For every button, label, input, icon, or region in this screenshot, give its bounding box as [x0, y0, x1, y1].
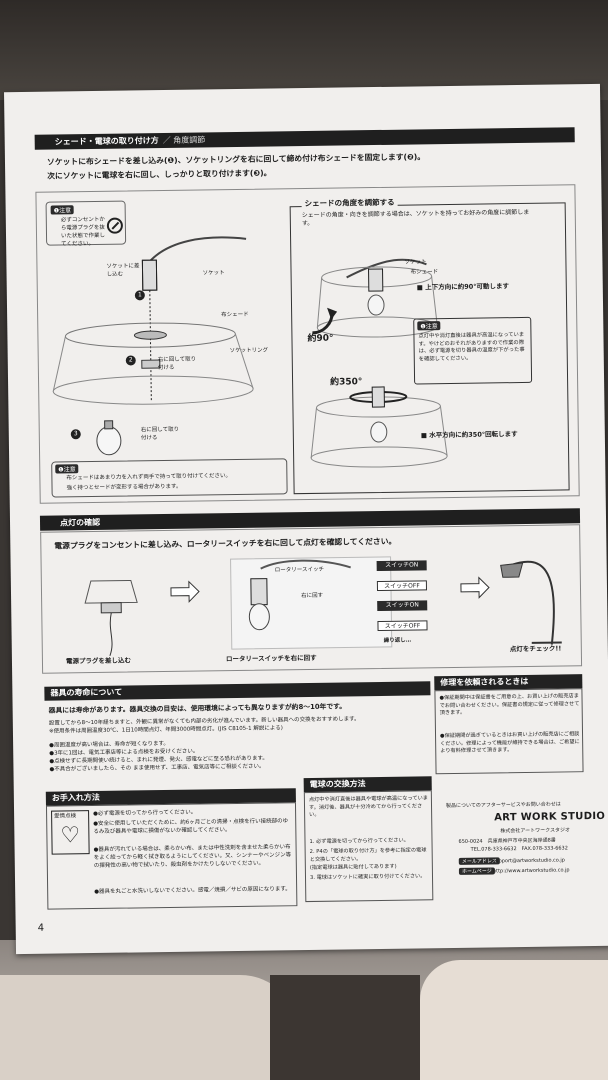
- check-light-caption: 点灯をチェック!!: [509, 644, 562, 654]
- lighting-illustration: [84, 556, 562, 656]
- repair-box: ●保証期間中は保証書をご用意の上、お買い上げの販売店までお問い合わせください。保…: [434, 688, 584, 775]
- switch-off-1: スイッチOFF: [376, 580, 428, 592]
- shade-caution-chip: ❶注意: [55, 464, 79, 474]
- care-box: 愛情点検 ♡ ●必ず電源を切ってから行ってください。 ●安全に使用していただくた…: [45, 802, 298, 910]
- repair-title: 修理を依頼されるときは: [440, 676, 529, 688]
- care-title: お手入れ方法: [51, 792, 100, 803]
- bulb-step-1: 1. 必ず電源を切ってから行ってください。: [309, 837, 409, 846]
- label-turn-right-bulb: 右に回して取り付ける: [140, 426, 180, 442]
- hot-caution-text: 点灯中や消灯直後は器具が高温になっています。やけどのおそれがありますので作業の際…: [418, 331, 525, 362]
- bulb-intro: 点灯中や消灯直後は器具や電球が高温になっています。消灯後、器具が十分冷めてから行…: [308, 795, 429, 819]
- step-2-marker: 2: [125, 355, 136, 366]
- section-install-title: シェード・電球の取り付け方: [54, 136, 159, 147]
- care-item-2: ●安全に使用していただくために、約6ヶ月ごとの清掃・点検を行い接続部のゆるみ及び…: [93, 818, 289, 836]
- background-right-leg: [420, 960, 608, 1080]
- switch-off-2: スイッチOFF: [377, 620, 428, 632]
- angle-illustration: [310, 258, 448, 468]
- shade-caution-line-1: 布シェードはあまり力を入れず両手で持って取り付けてください。: [66, 473, 231, 482]
- angle-label-cloth: 布シェード: [410, 269, 439, 276]
- hp-chip: ホームページ: [458, 867, 495, 875]
- lifespan-title: 器具の寿命について: [50, 687, 123, 698]
- plug-in-caption: 電源プラグを差し込む: [65, 656, 132, 666]
- company-logo: ART WORK STUDIO: [494, 810, 606, 824]
- aftercare-note: 製品についてのアフターサービスやお問い合わせは: [445, 801, 561, 810]
- care-item-1: ●必ず電源を切ってから行ってください。: [93, 809, 197, 818]
- step-1-marker: 1: [134, 290, 145, 301]
- angle-title: シェードの角度を調節する: [301, 197, 398, 210]
- section-install-subtitle: ／ 角度調節: [162, 135, 206, 145]
- heart-icon: ♡: [60, 823, 81, 849]
- rotary-switch-label: ロータリースイッチ: [274, 566, 324, 574]
- company-name: 株式会社アートワークスタジオ: [500, 827, 570, 835]
- switch-on-1: スイッチON: [376, 560, 427, 572]
- background-gap: [270, 975, 420, 1080]
- background-top: [0, 0, 608, 100]
- install-line-2: 次にソケットに電球を右に回し、しっかりと取り付けます(❸)。: [47, 168, 272, 181]
- angle-up-down: ■ 上下方向に約90°可動します: [416, 282, 510, 292]
- background-left-leg: [0, 975, 300, 1080]
- section-lighting-title: 点灯の確認: [59, 517, 101, 528]
- company-hp[interactable]: http://www.artworkstudio.co.jp: [492, 867, 570, 875]
- label-cloth-shade: 布シェード: [221, 311, 249, 319]
- switch-on-2: スイッチON: [377, 600, 428, 612]
- repair-para-2: ●保証期間が過ぎているときはお買い上げの販売店にご相談ください。修理によって機能…: [440, 731, 580, 755]
- shade-caution-box: ❶注意 布シェードはあまり力を入れず両手で持って取り付けてください。 強く持つと…: [51, 458, 288, 498]
- page-number: 4: [37, 922, 45, 934]
- bulb-step-2: 2. P4の「電球の取り付け方」を参考に指定の電球と交換してください。: [309, 847, 427, 863]
- company-tel: TEL.078-333-6632 FAX.078-333-6632: [470, 845, 568, 853]
- install-caution-chip: ❶注意: [50, 205, 75, 215]
- care-item-3: ●器具が汚れている場合は、柔らかい布、または中性洗剤を含ませた柔らかい布をよく絞…: [93, 844, 292, 870]
- hot-caution-box: ❶注意 点灯中や消灯直後は器具が高温になっています。やけどのおそれがありますので…: [413, 316, 533, 385]
- care-badge-label: 愛情点検: [54, 813, 77, 820]
- label-turn-right-ring: 右に回して取り付ける: [157, 356, 197, 372]
- bulb-title: 電球の交換方法: [309, 779, 366, 790]
- bulb-step-2-note: (指定電球は器具に貼付してあります): [309, 863, 397, 872]
- label-socket: ソケット: [202, 270, 225, 277]
- bulb-step-3: 3. 電球はソケットに確実に取り付けてください。: [309, 873, 426, 882]
- angle-label-socket: ソケット: [404, 259, 427, 266]
- section-install-header: シェード・電球の取り付け方／ 角度調節: [34, 127, 575, 150]
- instruction-sheet: シェード・電球の取り付け方／ 角度調節 ソケットに布シェードを差し込み(❶)、ソ…: [4, 83, 608, 955]
- care-badge: 愛情点検 ♡: [51, 810, 90, 855]
- repair-para-1: ●保証期間中は保証書をご用意の上、お買い上げの販売店までお問い合わせください。保…: [439, 693, 580, 717]
- care-item-4: ●器具を丸ごと水洗いしないでください。感電／焼損／サビの原因になります。: [94, 886, 291, 896]
- shade-caution-line-2: 強く持つとセードが変形する場合があります。: [66, 483, 182, 492]
- repeat-label: 繰り返し…: [383, 637, 412, 644]
- label-socket-ring: ソケットリング: [229, 347, 269, 355]
- lifespan-lead: 器具には寿命があります。器具交換の目安は、使用環境によっても異なりますが約8〜1…: [48, 702, 347, 715]
- angle-350-label: 約350°: [330, 377, 363, 388]
- bulb-box: 点灯中や消灯直後は器具や電球が高温になっています。消灯後、器具が十分冷めてから行…: [303, 790, 434, 903]
- hot-caution-chip: ❶注意: [417, 321, 441, 331]
- step-3-marker: 3: [70, 429, 81, 440]
- angle-text: シェードの角度・向きを調節する場合は、ソケットを持ってお好みの角度に調節します。: [301, 208, 530, 228]
- shade-install-illustration: [52, 236, 254, 456]
- lifespan-header: 器具の寿命について: [44, 681, 431, 701]
- label-insert-socket: ソケットに差し込む: [106, 263, 140, 278]
- angle-90-label: 約90°: [307, 333, 334, 344]
- turn-switch-caption: ロータリースイッチを右に回す: [225, 653, 317, 664]
- angle-horizontal: ■ 水平方向に約350°回転します: [420, 430, 518, 440]
- turn-right-label: 右に回す: [301, 592, 324, 600]
- company-mail[interactable]: support@artworkstudio.co.jp: [492, 857, 565, 865]
